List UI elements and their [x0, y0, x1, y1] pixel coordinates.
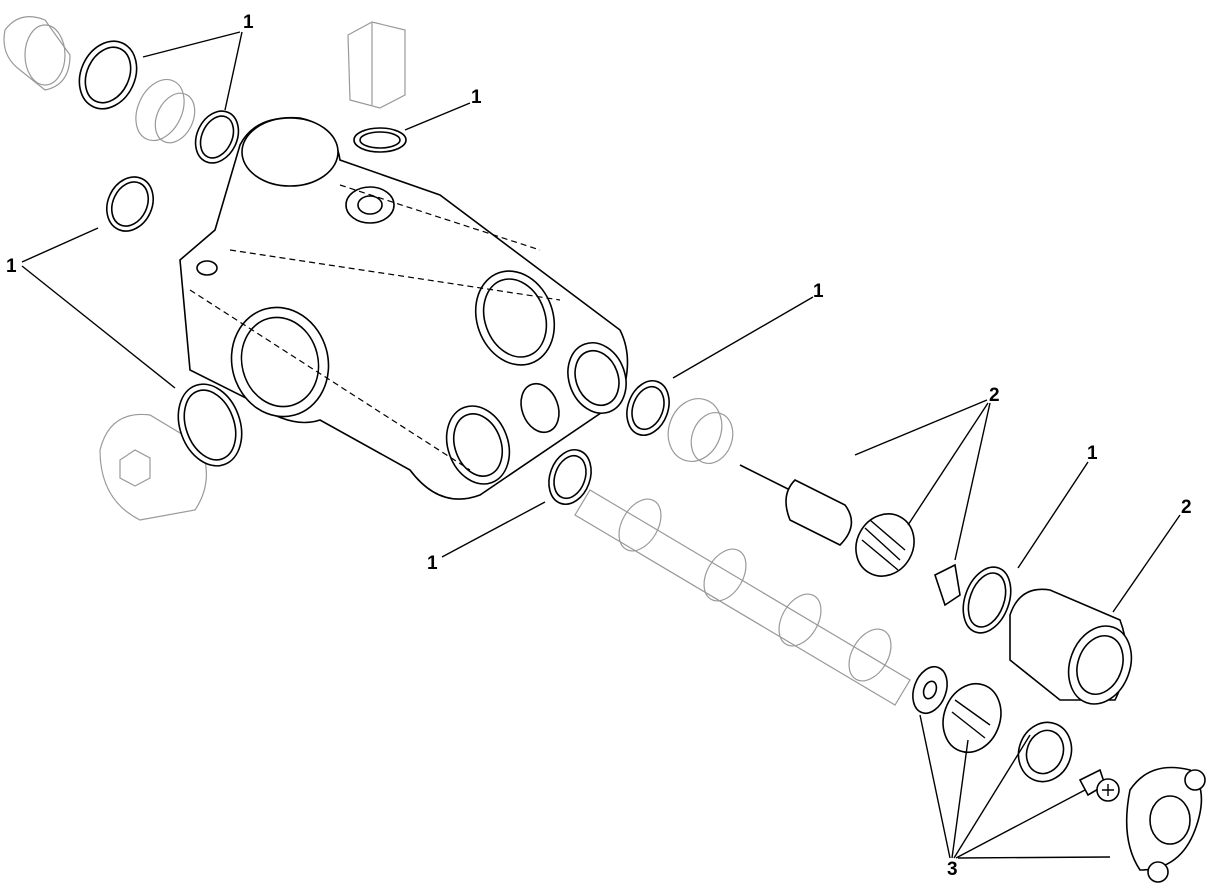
callout-label: 2	[989, 385, 1000, 406]
hex-socket-plug	[99, 413, 208, 521]
callout-label: 1	[6, 256, 17, 277]
sleeve	[785, 479, 853, 546]
callout-label: 1	[427, 553, 438, 574]
screw	[1078, 768, 1120, 802]
o-ring-inner	[84, 46, 132, 104]
callout-label: 1	[243, 12, 254, 33]
spring	[855, 513, 915, 577]
piston-rod	[574, 489, 911, 706]
o-ring-inner	[110, 181, 150, 227]
o-ring-inner	[183, 389, 237, 461]
valve-cartridge	[135, 78, 196, 144]
callout-label: 1	[813, 281, 824, 302]
callout-label: 1	[471, 87, 482, 108]
o-ring-inner	[199, 115, 235, 159]
bushing	[1017, 721, 1073, 783]
washer-hole	[922, 680, 938, 700]
o-ring-inner	[553, 454, 587, 500]
clip	[934, 563, 961, 607]
callout-label: 2	[1181, 497, 1192, 518]
cap-nut	[1009, 588, 1133, 705]
o-ring-inner	[359, 131, 401, 149]
callout-label: 1	[1087, 443, 1098, 464]
clamp-plate	[1125, 766, 1206, 883]
o-ring-inner	[967, 572, 1007, 628]
valve-seat	[667, 398, 734, 464]
leader-lines	[21, 31, 1181, 859]
manifold-body	[179, 116, 629, 500]
plug-top-left	[3, 16, 71, 91]
hex-fitting	[347, 21, 406, 109]
spring-retainer	[942, 682, 1002, 754]
callout-label: 3	[947, 859, 958, 880]
o-ring-inner	[631, 385, 665, 431]
